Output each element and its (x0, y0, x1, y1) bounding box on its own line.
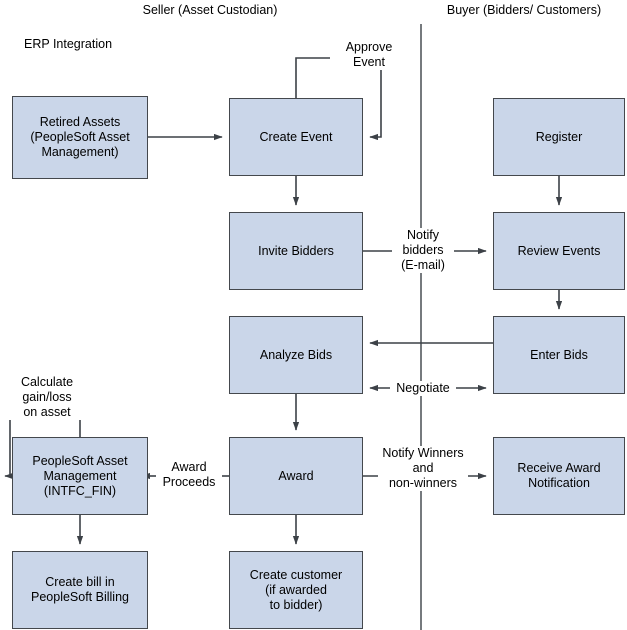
section-label-erp-integration: ERP Integration (24, 37, 164, 52)
edge-label-negotiate: Negotiate (390, 381, 456, 396)
lane-title-seller: Seller (Asset Custodian) (142, 3, 278, 17)
edge-label-award-proceeds: Award Proceeds (157, 460, 221, 490)
edge-label-approve-event: Approve Event (330, 40, 408, 70)
node-create-event[interactable]: Create Event (229, 98, 363, 176)
edge-label-notify-bidders: Notify bidders (E-mail) (392, 228, 454, 273)
edge-label-notify-winners: Notify Winners and non-winners (378, 446, 468, 491)
node-invite-bidders[interactable]: Invite Bidders (229, 212, 363, 290)
node-award[interactable]: Award (229, 437, 363, 515)
edge-label-calculate-gain-loss: Calculate gain/loss on asset (8, 375, 86, 420)
node-create-customer[interactable]: Create customer (if awarded to bidder) (229, 551, 363, 629)
node-create-bill[interactable]: Create bill in PeopleSoft Billing (12, 551, 148, 629)
node-receive-award-notification[interactable]: Receive Award Notification (493, 437, 625, 515)
node-retired-assets[interactable]: Retired Assets (PeopleSoft Asset Managem… (12, 96, 148, 179)
lane-title-buyer: Buyer (Bidders/ Customers) (446, 3, 602, 17)
node-enter-bids[interactable]: Enter Bids (493, 316, 625, 394)
node-register[interactable]: Register (493, 98, 625, 176)
node-peoplesoft-asset-management[interactable]: PeopleSoft Asset Management (INTFC_FIN) (12, 437, 148, 515)
node-analyze-bids[interactable]: Analyze Bids (229, 316, 363, 394)
node-review-events[interactable]: Review Events (493, 212, 625, 290)
edge-approve-event-return (369, 68, 382, 141)
